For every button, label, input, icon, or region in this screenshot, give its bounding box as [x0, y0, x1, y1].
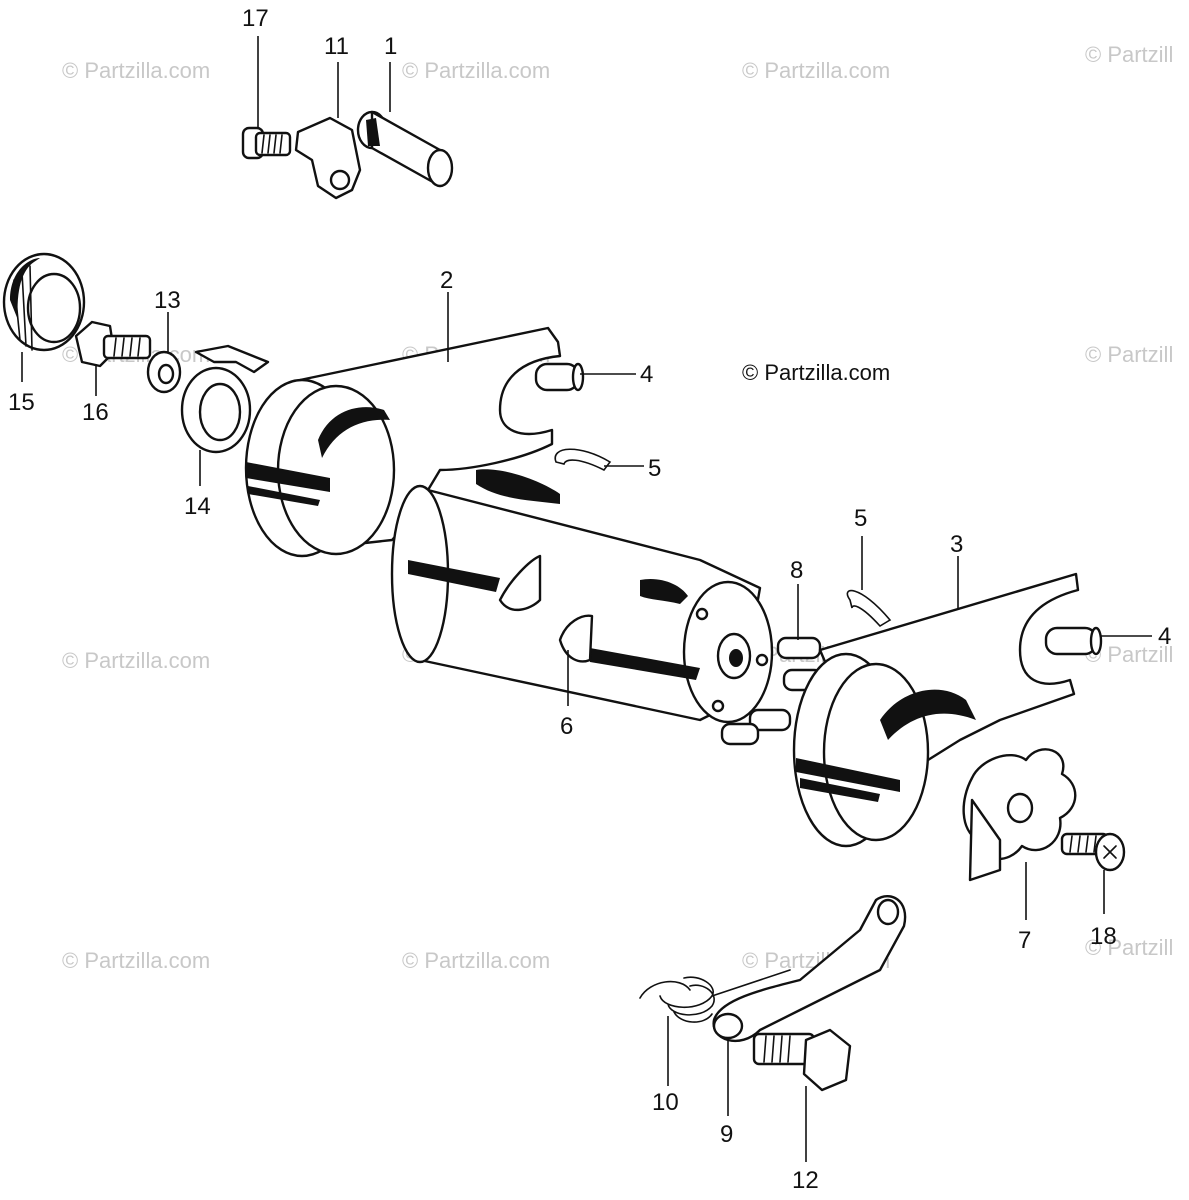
callout-13: 13 [154, 287, 181, 314]
part-5-clip-upper [554, 448, 612, 472]
part-14-plate [180, 344, 270, 454]
callout-17: 17 [242, 5, 269, 32]
callout-labels: 17 11 1 2 13 15 16 4 5 14 5 3 8 4 6 7 18… [8, 5, 1171, 1194]
part-17-bolt [241, 126, 292, 160]
callout-3: 3 [950, 531, 963, 558]
callout-7: 7 [1018, 927, 1031, 954]
part-3-shift-fork [792, 572, 1080, 848]
part-9-stopper-arm [712, 895, 907, 1042]
callout-10: 10 [652, 1089, 679, 1116]
watermark: © Partzill [1085, 935, 1173, 960]
part-18-screw [1060, 832, 1126, 872]
watermark: © Partzilla.com [402, 58, 550, 83]
watermark: © Partzill [1085, 342, 1173, 367]
part-16-bolt [74, 320, 152, 368]
callout-18: 18 [1090, 923, 1117, 950]
callout-5: 5 [648, 455, 661, 482]
callout-15: 15 [8, 389, 35, 416]
watermark: © Partzill [1085, 42, 1173, 67]
part-8-pin [720, 636, 824, 746]
callout-11: 11 [324, 33, 349, 60]
part-7-star-plate [962, 748, 1077, 882]
callout-1: 1 [384, 33, 397, 60]
part-5-clip-lower [846, 589, 892, 628]
callout-16: 16 [82, 399, 109, 426]
watermark: © Partzilla.com [62, 948, 210, 973]
part-4-pin-lower [1044, 626, 1103, 656]
part-13-washer [146, 350, 182, 394]
watermark: © Partzilla.com [742, 58, 890, 83]
part-15-cap [2, 252, 86, 352]
watermark: © Partzilla.com [402, 948, 550, 973]
leader-lines [21, 36, 1152, 1162]
callout-2: 2 [440, 267, 453, 294]
callout-5: 5 [854, 505, 867, 532]
callout-8: 8 [790, 557, 803, 584]
part-12-bolt [752, 1028, 852, 1092]
callout-14: 14 [184, 493, 211, 520]
callout-6: 6 [560, 713, 573, 740]
callout-12: 12 [792, 1167, 819, 1194]
part-1-pin [356, 110, 454, 188]
part-2-shift-fork [244, 326, 562, 558]
part-11-bracket [294, 116, 362, 200]
callout-4: 4 [640, 361, 653, 388]
watermark: © Partzilla.com [62, 58, 210, 83]
part-10-spring [639, 969, 791, 1023]
copyright-label: © Partzilla.com [742, 360, 890, 385]
part-4-pin-upper [534, 362, 585, 392]
callout-4: 4 [1158, 623, 1171, 650]
callout-9: 9 [720, 1121, 733, 1148]
part-6-shift-drum [390, 469, 774, 724]
watermark: © Partzilla.com [62, 648, 210, 673]
